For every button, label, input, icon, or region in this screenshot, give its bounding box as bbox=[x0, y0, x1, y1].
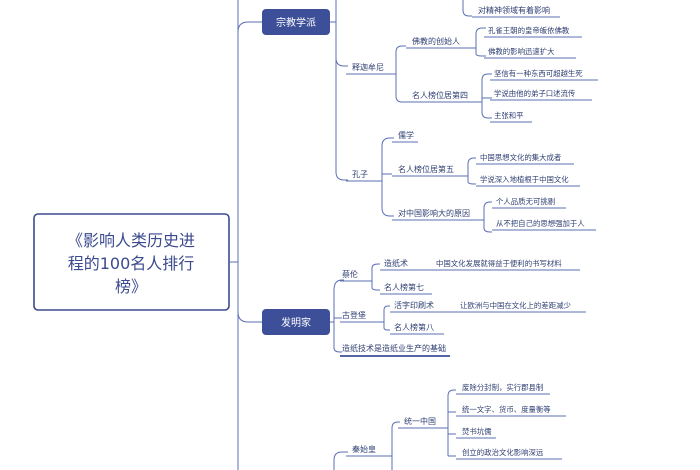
gutenberg-branch bbox=[378, 305, 390, 331]
buddha-node[interactable]: 释迦牟尼 bbox=[352, 62, 384, 72]
gutenberg-rank[interactable]: 名人榜第八 bbox=[394, 322, 434, 332]
confucius-node[interactable]: 孔子 bbox=[352, 170, 368, 179]
gutenberg-node[interactable]: 古登堡 bbox=[342, 310, 366, 320]
cai-lun-branch bbox=[366, 263, 380, 291]
qin-unify-node[interactable]: 统一中国 bbox=[404, 416, 436, 426]
qin-unify-item-3[interactable]: 焚书坑儒 bbox=[462, 427, 492, 436]
category-religion-label: 宗教学派 bbox=[276, 16, 316, 29]
confucius-reason-branch bbox=[478, 201, 492, 233]
cai-lun-rank[interactable]: 名人榜第七 bbox=[384, 282, 424, 292]
trunk-line bbox=[229, 0, 239, 470]
trunk-to-religion bbox=[237, 21, 262, 33]
qin-shihuang-node[interactable]: 秦始皇 bbox=[352, 444, 376, 454]
buddha-rank-node[interactable]: 名人榜位居第四 bbox=[412, 90, 468, 100]
qin-unify-item-4[interactable]: 创立的政治文化影响深远 bbox=[462, 448, 544, 457]
inventors-branch bbox=[330, 279, 344, 353]
buddha-branch bbox=[388, 45, 406, 103]
root-title-line-3: 榜》 bbox=[115, 277, 147, 296]
qin-unify-item-2[interactable]: 统一文字、货币、度量衡等 bbox=[462, 405, 551, 414]
trunk-to-inventors bbox=[237, 311, 262, 323]
top-fragment-connector bbox=[462, 0, 472, 17]
religion-top-fragment: 对精神领域有着影响 bbox=[478, 5, 550, 15]
confucius-rank-item-1[interactable]: 中国思想文化的集大成者 bbox=[480, 153, 561, 162]
buddha-rank-item-1[interactable]: 坚信有一种东西可超越生死 bbox=[494, 69, 583, 78]
buddha-rank-branch bbox=[478, 73, 492, 119]
inventors-basis-node[interactable]: 造纸技术是造纸业生产的基础 bbox=[342, 343, 446, 353]
qin-branch bbox=[386, 421, 400, 470]
confucius-rank-item-2[interactable]: 学说深入地植根于中国文化 bbox=[480, 175, 569, 184]
confucius-rank-node[interactable]: 名人榜位居第五 bbox=[398, 164, 454, 174]
cai-lun-invention-detail[interactable]: 中国文化发展就得益于便利的书写材料 bbox=[436, 259, 562, 268]
category-inventors-label: 发明家 bbox=[281, 316, 311, 329]
gutenberg-invention-detail[interactable]: 让欧洲与中国在文化上的差距减少 bbox=[460, 301, 571, 310]
buddha-founder-node[interactable]: 佛教的创始人 bbox=[412, 36, 460, 46]
gutenberg-invention[interactable]: 活字印刷术 bbox=[394, 300, 434, 310]
qin-unify-branch bbox=[440, 389, 456, 457]
buddha-rank-item-2[interactable]: 学说由他的弟子口述流传 bbox=[494, 89, 576, 98]
confucius-reason-node[interactable]: 对中国影响大的原因 bbox=[398, 208, 470, 218]
cai-lun-invention[interactable]: 造纸术 bbox=[384, 258, 408, 268]
root-title-line-1: 《影响人类历史进 bbox=[67, 231, 195, 250]
confucius-rank-branch bbox=[462, 157, 476, 185]
category-inventors-node[interactable] bbox=[262, 309, 330, 335]
buddha-founder-item-1[interactable]: 孔雀王朝的皇帝皈依佛教 bbox=[488, 26, 570, 35]
buddha-founder-item-2[interactable]: 佛教的影响迅速扩大 bbox=[488, 47, 555, 56]
category-religion-node[interactable] bbox=[262, 9, 330, 35]
cai-lun-node[interactable]: 蔡伦 bbox=[342, 269, 358, 279]
lower-branch bbox=[333, 451, 348, 470]
buddha-rank-item-3[interactable]: 主张和平 bbox=[494, 111, 524, 120]
confucius-reason-item-2[interactable]: 从不把自己的思想强加于人 bbox=[496, 219, 585, 228]
qin-unify-item-1[interactable]: 废除分封制，实行郡县制 bbox=[462, 383, 543, 392]
confucius-reason-item-1[interactable]: 个人品质无可挑剔 bbox=[496, 197, 555, 206]
buddha-founder-branch bbox=[470, 27, 486, 57]
confucius-branch bbox=[374, 137, 394, 217]
confucius-school-node[interactable]: 儒学 bbox=[398, 130, 414, 140]
root-title-line-2: 程的100名人排行 bbox=[68, 254, 195, 273]
religion-branch bbox=[330, 0, 348, 181]
